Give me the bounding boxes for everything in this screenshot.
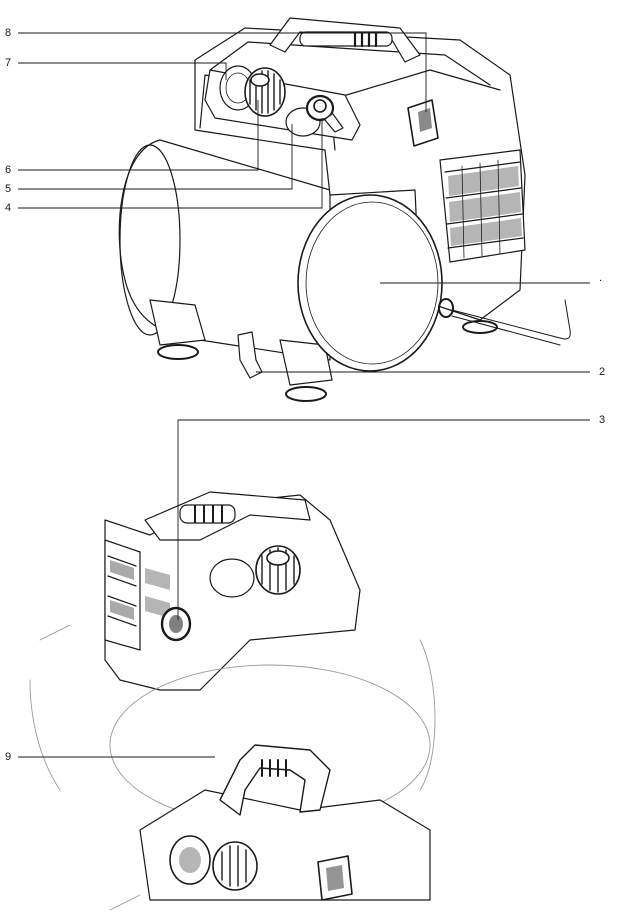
foot-left: [149, 299, 206, 346]
detail-pressure-gauge: [209, 558, 255, 598]
callout-2: 2: [599, 366, 606, 378]
foot-back-pad: [462, 320, 498, 334]
callout-7: 7: [5, 57, 12, 69]
detail-handle-grip: [179, 504, 236, 524]
detail-switch-core: [169, 615, 183, 633]
tank-left-rim: [119, 144, 181, 336]
callout-9: 9: [5, 751, 12, 763]
hose-outlet: [438, 298, 454, 318]
handle-grip-rings: [353, 31, 378, 48]
air-hose: [451, 299, 571, 340]
callout-1: .: [599, 272, 603, 284]
compressor-handle-detail: [109, 744, 431, 911]
compressor-main-view: [118, 17, 571, 402]
housing-top-edge: [209, 41, 491, 86]
bottom-coupling: [212, 841, 258, 891]
foot-right: [279, 339, 333, 386]
leader-8: [18, 32, 427, 112]
leader-5: [18, 124, 293, 190]
callout-3: 3: [599, 414, 606, 426]
quick-coupling: [305, 94, 344, 133]
bottom-regulator-knob: [169, 835, 211, 885]
ventilation-grille: [439, 149, 526, 263]
compressor-switch-detail: [29, 491, 436, 826]
bottom-power-switch: [317, 855, 353, 901]
foot-left-pad: [157, 344, 199, 360]
bottom-ghost-edge: [109, 894, 141, 911]
detail-grip-rings: [194, 505, 223, 523]
leader-6: [18, 100, 259, 171]
foot-right-pad: [285, 386, 327, 402]
housing-side-edge: [329, 69, 501, 101]
callout-5: 5: [5, 183, 12, 195]
detail-regulator-knob: [255, 545, 301, 595]
detail-grille: [104, 539, 170, 651]
bottom-housing: [139, 789, 431, 901]
power-switch-rocker: [418, 108, 432, 132]
leader-4: [18, 118, 323, 209]
leader-3: [177, 419, 590, 620]
air-tank: [118, 139, 331, 361]
callout-4: 4: [5, 202, 12, 214]
leader-7: [18, 62, 227, 80]
handle-grip: [299, 31, 393, 47]
leader-lines: [18, 32, 590, 758]
callout-8: 8: [5, 27, 12, 39]
bottom-handle: [219, 744, 331, 816]
callout-6: 6: [5, 164, 12, 176]
pressure-regulator-knob: [244, 67, 286, 117]
carry-handle: [269, 17, 421, 63]
bottom-grip-rings: [261, 759, 287, 777]
